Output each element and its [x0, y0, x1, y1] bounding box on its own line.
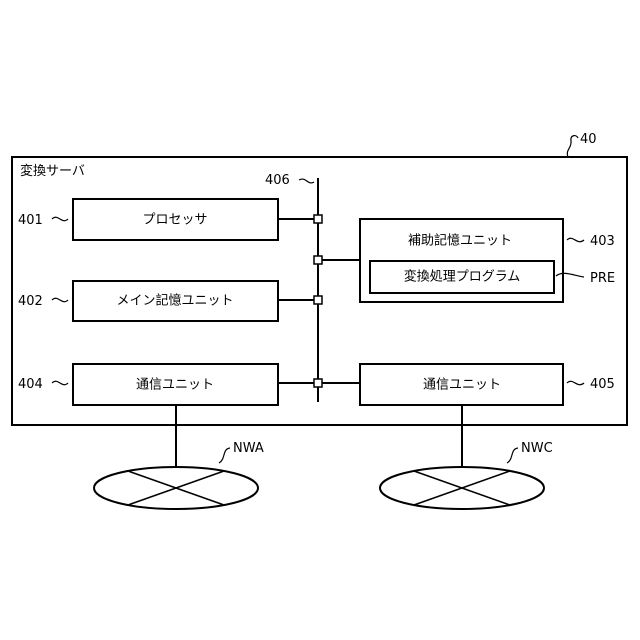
main-memory-ref: 402	[18, 294, 43, 309]
program-label: 変換処理プログラム	[404, 269, 521, 285]
processor-ref-leader	[52, 217, 68, 220]
server-ref-label: 40	[580, 132, 597, 147]
aux-storage-ref: 403	[590, 234, 615, 249]
processor-ref: 401	[18, 213, 43, 228]
program-ref: PRE	[590, 271, 615, 286]
junction-aux-storage	[314, 256, 322, 264]
comm-unit-left-ref: 404	[18, 377, 43, 392]
junction-comm	[314, 379, 322, 387]
bus-ref-leader	[299, 179, 314, 183]
aux-storage-label: 補助記憶ユニット	[408, 233, 512, 249]
network-nwa-label: NWA	[233, 441, 264, 456]
comm-unit-right-label: 通信ユニット	[423, 378, 501, 393]
network-nwc-leader	[507, 448, 518, 463]
comm-unit-left-label: 通信ユニット	[136, 378, 214, 393]
junction-processor	[314, 215, 322, 223]
comm-unit-right-ref-leader	[567, 381, 584, 384]
network-nwc-label: NWC	[521, 441, 553, 456]
main-memory-label: メイン記憶ユニット	[116, 293, 233, 309]
server-title: 変換サーバ	[20, 163, 85, 179]
server-ref-leader	[567, 136, 578, 157]
comm-unit-left-ref-leader	[52, 381, 68, 384]
processor-label: プロセッサ	[142, 213, 207, 228]
junction-main-memory	[314, 296, 322, 304]
bus-ref-label: 406	[265, 173, 290, 188]
aux-storage-ref-leader	[567, 238, 584, 241]
network-nwa-leader	[219, 448, 230, 463]
comm-unit-right-ref: 405	[590, 377, 615, 392]
main-memory-ref-leader	[52, 298, 68, 301]
